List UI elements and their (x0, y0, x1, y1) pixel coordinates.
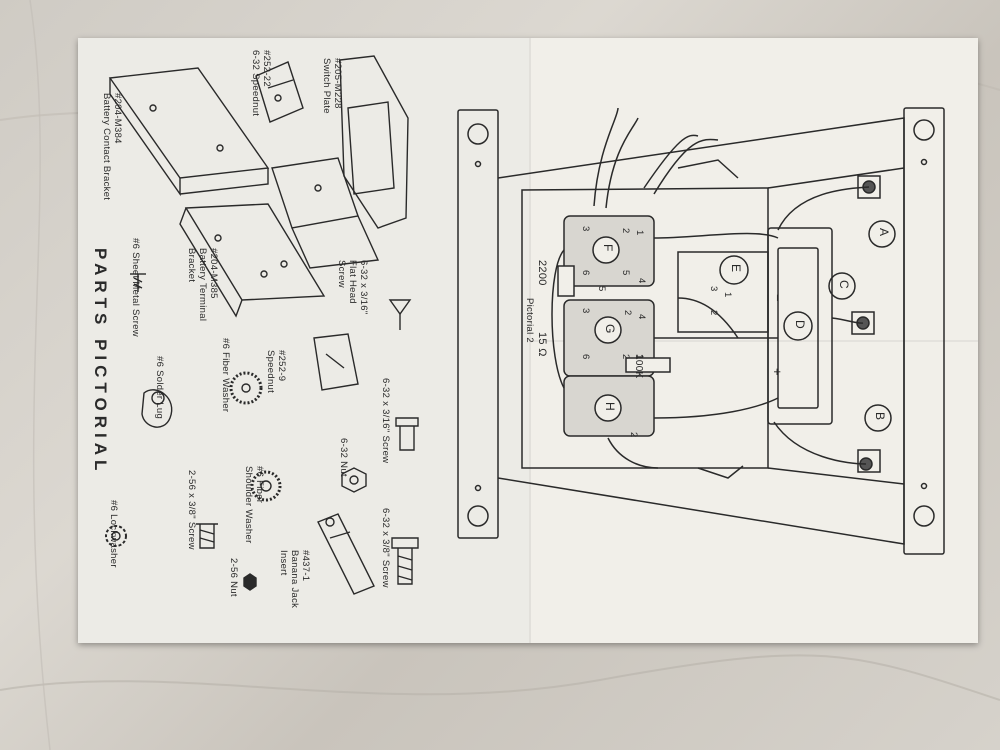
pin-number: 5 (620, 270, 631, 276)
jack-b-label: B (873, 412, 887, 421)
pin-number: 6 (580, 354, 591, 360)
pin-number: 1 (722, 292, 733, 298)
speednut-drawing (313, 333, 359, 391)
screw-drawing (391, 537, 419, 585)
pin-number: 3 (708, 286, 719, 292)
pot-e-label: E (729, 264, 743, 273)
pin-number: 1 (634, 230, 645, 236)
solder-lug-drawing (141, 389, 173, 428)
flat-head-screw-drawing (388, 299, 412, 330)
pin-number: 6 (580, 270, 591, 276)
switch-h-label: H (603, 402, 617, 411)
switch-f-label: F (601, 244, 615, 252)
polarity-minus: − (770, 294, 785, 302)
parts-illustrations (105, 55, 419, 595)
lockwasher-drawing (105, 525, 127, 547)
fold-line (529, 38, 531, 643)
resistor-2200-label: 2200 (536, 260, 548, 286)
pin-number: 2 (628, 432, 639, 438)
speednut-drawing (255, 61, 304, 123)
jack-a-label: A (877, 228, 891, 237)
nut-drawing (341, 467, 367, 493)
resistor-15-label: 15 Ω (536, 332, 548, 357)
pin-number: 2 (708, 310, 719, 316)
pictorial-title: Pictorial 2 (524, 298, 535, 344)
polarity-plus: + (770, 368, 785, 376)
battery-contact-bracket-drawing (108, 67, 270, 197)
pin-number: 3 (580, 308, 591, 314)
sheet-metal-screw-drawing (130, 273, 146, 292)
screw-drawing (196, 523, 218, 549)
banana-jack-drawing (317, 513, 375, 595)
pin-number: 4 (636, 314, 647, 320)
pin-number: 2 (622, 310, 633, 316)
wiring-pictorial (457, 107, 945, 555)
switch-plate-drawing (271, 55, 409, 269)
pin-number: 2 (620, 228, 631, 234)
fold-line (529, 340, 978, 342)
pin-number: 1 (634, 354, 645, 360)
pin-number: 5 (596, 286, 607, 292)
shoulder-washer-drawing (250, 470, 282, 502)
switch-g-label: G (603, 324, 617, 334)
fiber-washer-drawing (229, 371, 263, 405)
pin-number: 2 (620, 354, 631, 360)
pin-number: 4 (636, 278, 647, 284)
jack-c-label: C (837, 280, 851, 289)
pin-number: 3 (580, 226, 591, 232)
battery-terminal-bracket-drawing (179, 203, 326, 318)
battery-d-label: D (793, 320, 807, 329)
screw-drawing (395, 417, 419, 451)
nut-drawing (243, 573, 257, 591)
